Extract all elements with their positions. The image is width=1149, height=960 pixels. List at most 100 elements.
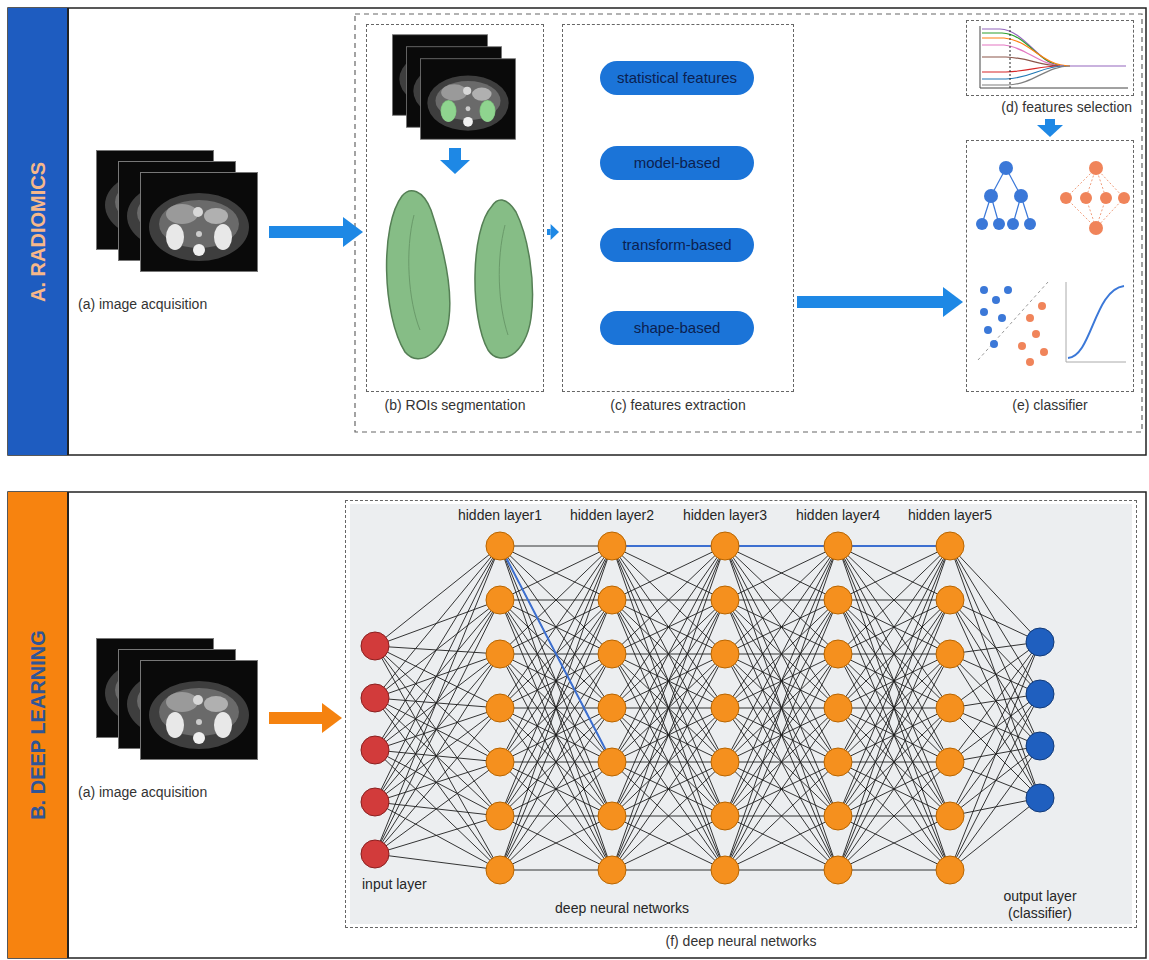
network-link [612,546,725,708]
flow-arrow [797,287,963,317]
network-link [612,600,725,870]
neuron [824,748,852,776]
step-box: (e) classifier [966,140,1134,392]
neuron [486,640,514,668]
neuron [1026,628,1054,656]
step-caption: (a) image acquisition [78,784,207,801]
network-link [500,546,612,870]
layer-label: deep neural networks [555,900,689,917]
kidney-mask [441,100,457,122]
network-link [838,546,950,654]
network-link [612,654,725,870]
scatter-dot [998,314,1006,322]
feature-pill: transform-based [600,228,754,262]
network-link [612,546,725,600]
tree-node [976,218,988,230]
flow-arrow [269,217,363,247]
arrow-shaft [1045,119,1055,125]
scatter-dot [1026,314,1034,322]
network-link [838,546,950,600]
neural-network [361,532,1054,884]
neuron [824,856,852,884]
panel-frame [8,492,1146,958]
neuron [486,748,514,776]
network-link [375,654,500,854]
network-link [375,762,500,854]
kidney-3d [499,225,508,335]
network-link [725,546,838,654]
network-link [375,750,500,816]
network-link [950,600,1040,746]
neuron [1026,732,1054,760]
network-link [725,762,838,870]
feature-pill: shape-based [600,311,754,345]
network-link [612,762,725,870]
neuron [361,684,389,712]
coef-curve [982,29,1126,66]
network-link [500,546,612,762]
kidney-3d [409,215,420,330]
panel-frame [8,8,1146,455]
network-link [500,546,612,816]
network-link [950,546,1040,642]
down-arrow [440,160,470,174]
pill-label: model-based [634,154,721,172]
network-link [725,546,838,762]
network-link [725,654,838,870]
network-link [612,546,725,762]
network-link [375,546,500,802]
network-link [838,708,950,870]
network-link [838,546,950,762]
network-box: (f) deep neural networks [345,500,1137,928]
coef-curve [982,66,1070,85]
net-node [1089,221,1103,235]
network-link [375,546,500,750]
network-link [725,762,838,870]
network-link [612,654,725,870]
net-icon [1066,168,1124,228]
image-stack: (a) image acquisition [74,148,266,313]
neuron [1026,680,1054,708]
kidney-3d [387,191,450,359]
arrow-head [322,703,342,733]
network-link [500,546,612,762]
network-link [500,546,612,654]
arrow-shaft [547,229,551,235]
network-link [500,762,612,870]
neuron [936,748,964,776]
network-link [612,546,725,547]
scatter-dot [980,308,988,316]
coef-curve [982,45,1064,66]
network-link [500,708,612,870]
neuron [936,640,964,668]
neuron [598,532,626,560]
network-link [612,546,725,654]
mri-slice [141,661,258,760]
curve-axis [1066,282,1067,362]
neuron [486,856,514,884]
scatter-dot [980,286,988,294]
neuron [711,586,739,614]
net-node [1100,192,1112,204]
network-link [612,546,725,870]
neuron [936,694,964,722]
scatter-dot [1040,348,1048,356]
network-link [500,546,612,708]
layer-label: input layer [362,876,427,893]
network-link [612,546,725,654]
highlight-link [500,546,612,762]
neuron [936,856,964,884]
network-link [612,546,725,762]
network-link [725,600,838,870]
step-box: (c) features extractionstatistical featu… [562,24,794,392]
network-link [838,816,950,870]
tree-node [999,161,1013,175]
tree-icon [982,168,1030,224]
pipeline-frame [355,14,1142,432]
network-link [838,600,950,870]
step-box: (b) ROIs segmentation [366,24,544,392]
layer-label: hidden layer3 [683,507,767,524]
tree-node [993,218,1005,230]
section-band: A. RADIOMICS [8,8,69,455]
